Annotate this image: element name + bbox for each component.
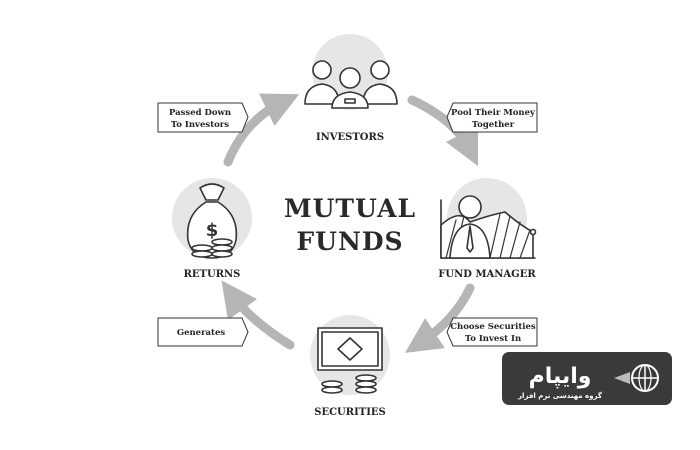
step-box-generates: Generates [157,317,249,347]
node-label-investors: INVESTORS [316,132,384,143]
step-text: Generates [177,328,226,338]
securities-icon [317,327,383,394]
money-bag-icon: $ [186,183,238,259]
step-box-choose-securities: Choose Securities To Invest In [446,317,538,347]
svg-text:$: $ [206,220,219,241]
title-line-2: FUNDS [296,227,403,256]
arrow-returns-to-investors [223,93,300,167]
step-box-passed-down: Passed Down To Investors [157,102,249,133]
step-text: Passed Down [169,108,231,118]
node-investors: INVESTORS [304,34,398,143]
globe-icon [614,364,659,392]
node-securities: SECURITIES [310,315,390,418]
title-line-1: MUTUAL [284,194,416,223]
fund-manager-chart-icon [440,195,537,259]
node-label-returns: RETURNS [184,269,241,280]
node-fund-manager: FUND MANAGER [438,178,536,280]
step-text: Together [472,120,515,130]
watermark-tagline: گروه مهندسی نرم افزار [517,391,603,400]
step-box-pool-money: Pool Their Money Together [446,102,538,133]
watermark-logo: وایپام گروه مهندسی نرم افزار [502,352,672,405]
arrow-fund-manager-to-securities [404,283,475,353]
step-text: To Investors [171,120,229,130]
watermark-name: وایپام [529,364,592,389]
arrow-investors-to-fund-manager [407,95,479,167]
arrow-securities-to-returns [221,280,295,350]
step-text: Choose Securities [450,322,536,332]
node-label-fund-manager: FUND MANAGER [438,269,536,280]
node-returns: $ RETURNS [172,178,252,280]
step-text: Pool Their Money [451,108,536,118]
node-label-securities: SECURITIES [314,407,385,418]
investors-icon [304,60,398,109]
step-text: To Invest In [465,334,521,344]
